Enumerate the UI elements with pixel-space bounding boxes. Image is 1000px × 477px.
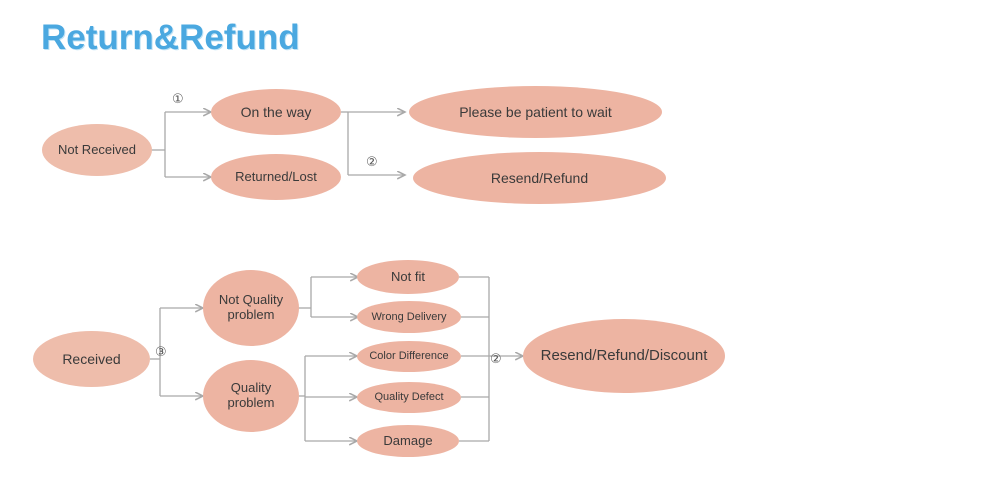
node-color-difference: Color Difference — [357, 341, 461, 372]
marker-2: ② — [366, 155, 378, 170]
node-quality-defect: Quality Defect — [357, 382, 461, 413]
node-not-fit: Not fit — [357, 260, 459, 294]
node-returned-lost: Returned/Lost — [211, 154, 341, 200]
node-damage: Damage — [357, 425, 459, 457]
node-on-the-way: On the way — [211, 89, 341, 135]
node-not-received: Not Received — [42, 124, 152, 176]
marker-3: ③ — [155, 345, 167, 360]
node-not-quality-problem: Not Quality problem — [203, 270, 299, 346]
node-received: Received — [33, 331, 150, 387]
node-quality-problem: Quality problem — [203, 360, 299, 432]
node-wrong-delivery: Wrong Delivery — [357, 301, 461, 333]
node-resend-refund: Resend/Refund — [413, 152, 666, 204]
node-resend-refund-discount: Resend/Refund/Discount — [523, 319, 725, 393]
page-title: Return&Refund — [41, 18, 300, 57]
marker-2-outcome: ② — [490, 352, 502, 367]
node-please-be-patient: Please be patient to wait — [409, 86, 662, 138]
marker-1: ① — [172, 92, 184, 107]
